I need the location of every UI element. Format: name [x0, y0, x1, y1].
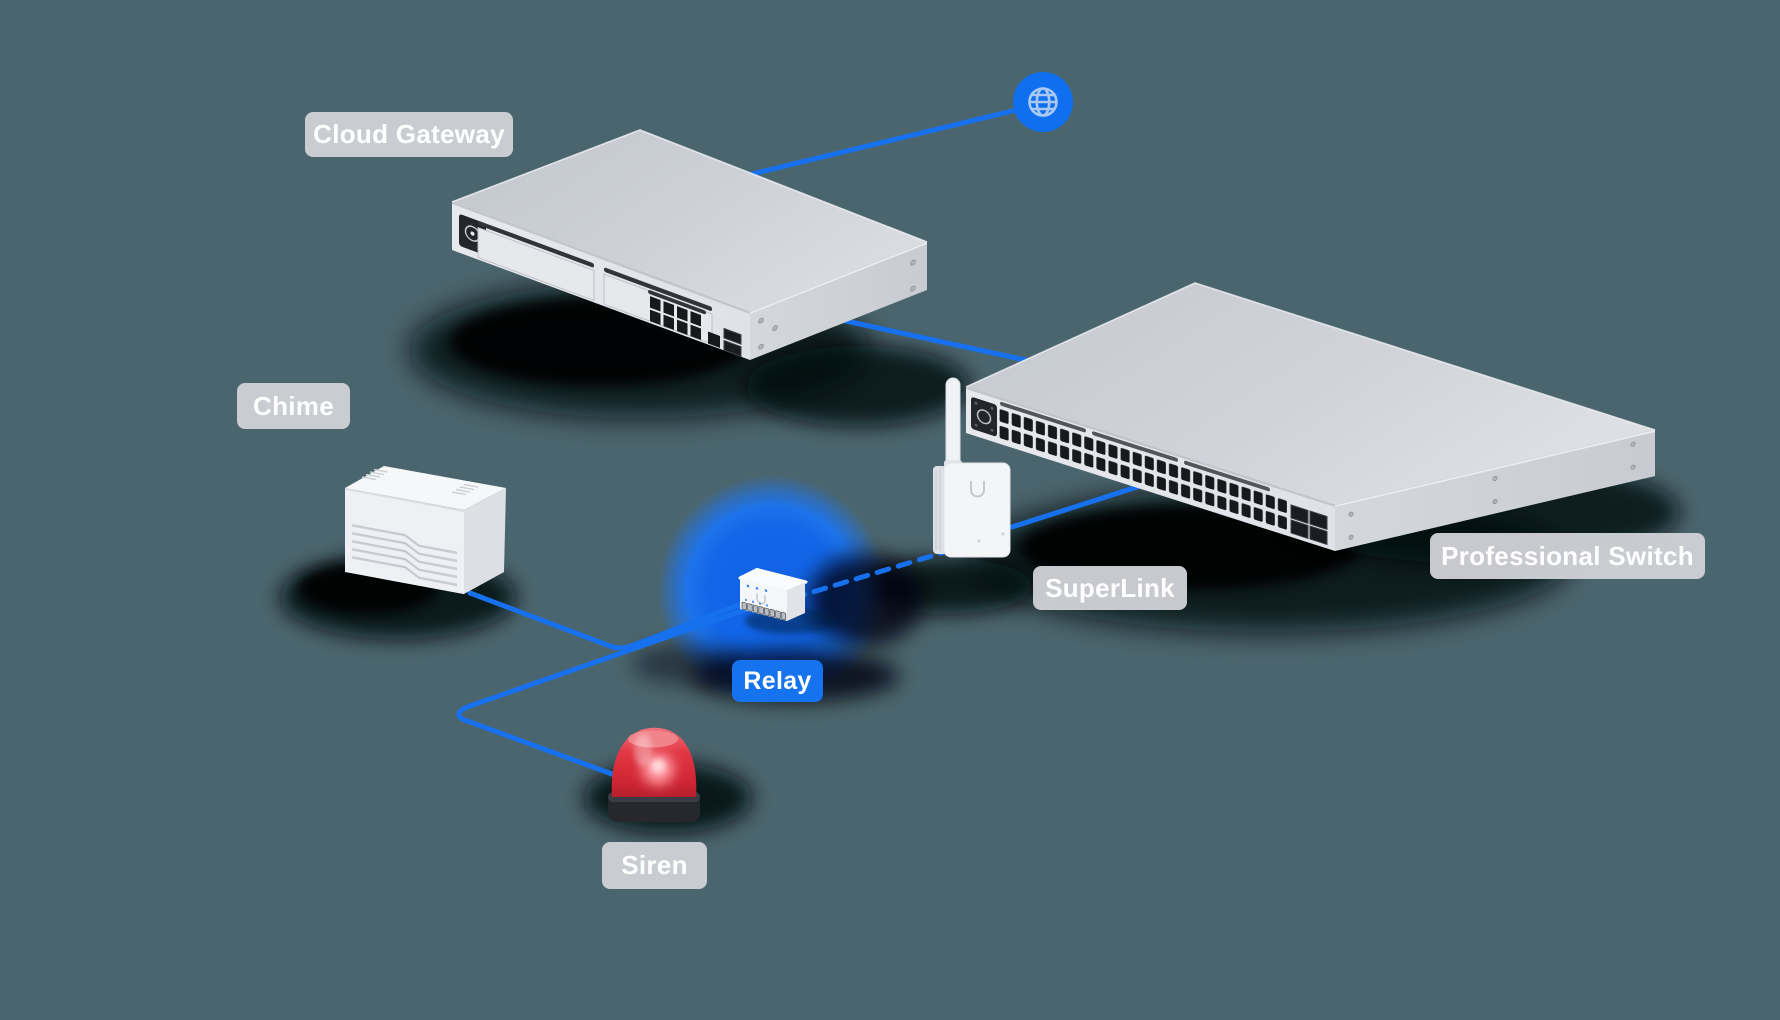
- label-superlink: SuperLink: [1033, 566, 1187, 610]
- line-internet-gateway: [749, 101, 1044, 177]
- superlink-antenna: [945, 377, 961, 469]
- label-professional-switch: Professional Switch: [1430, 533, 1705, 579]
- device-chime: [345, 466, 506, 595]
- chime-vents: [361, 468, 479, 496]
- line-gateway-switch: [843, 318, 1033, 364]
- line-chime-relay: [467, 587, 781, 651]
- label-siren: Siren: [602, 842, 707, 889]
- device-cloud-gateway: [451, 129, 928, 361]
- superlink-logo: [970, 481, 985, 498]
- label-chime: Chime: [237, 383, 350, 429]
- line-relay-siren: [456, 598, 773, 777]
- device-siren: [608, 727, 700, 822]
- connection-lines: [456, 101, 1221, 777]
- line-relay-superlink-dashed: [790, 548, 951, 601]
- globe-icon: [1013, 72, 1073, 132]
- device-relay: [738, 568, 808, 621]
- label-relay: Relay: [732, 660, 823, 702]
- device-superlink: [933, 377, 1011, 558]
- label-cloud-gateway: Cloud Gateway: [305, 112, 513, 157]
- device-professional-switch: [965, 282, 1656, 552]
